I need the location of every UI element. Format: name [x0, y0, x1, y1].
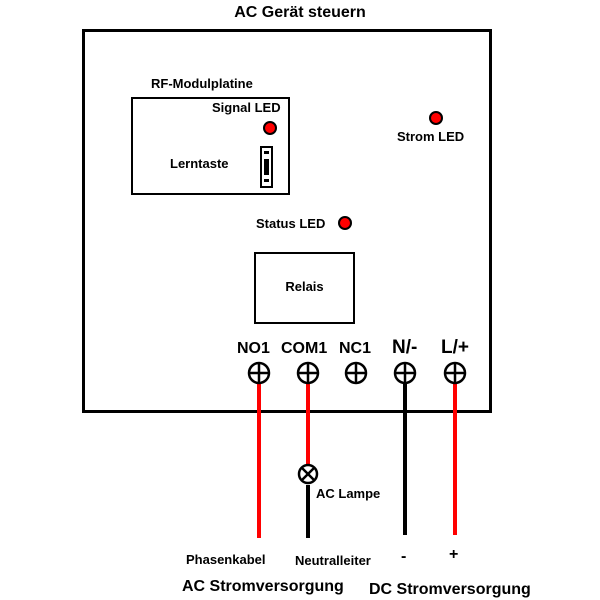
phase-wire-label: Phasenkabel [186, 552, 266, 567]
neutral-wire-label: Neutralleiter [295, 553, 371, 568]
learn-button-bar-middle [264, 159, 269, 175]
terminal-label-nc1: NC1 [339, 340, 372, 357]
dc-supply-label: DC Stromversorgung [369, 581, 531, 598]
terminal-label-l: L/+ [441, 337, 469, 358]
signal-led-label: Signal LED [212, 100, 281, 115]
signal-led-icon [263, 121, 277, 135]
terminal-screw-n-icon [393, 361, 417, 385]
device-housing [82, 29, 492, 413]
status-led-icon [338, 216, 352, 230]
relay-label: Relais [285, 279, 324, 294]
ac-supply-label: AC Stromversorgung [182, 578, 344, 595]
terminal-screw-nc1-icon [344, 361, 368, 385]
learn-button-label: Lerntaste [170, 156, 229, 171]
learn-button-icon [260, 146, 273, 188]
dc-plus-label: + [449, 546, 459, 563]
power-led-label: Strom LED [397, 129, 465, 144]
terminal-label-com1: COM1 [281, 340, 328, 357]
terminal-screw-l-icon [443, 361, 467, 385]
rf-module-title: RF-Modulplatine [151, 76, 253, 91]
learn-button-bar-bottom [264, 179, 269, 182]
status-led-label: Status LED [256, 216, 326, 231]
power-led-icon [429, 111, 443, 125]
learn-button-bar-top [264, 151, 269, 154]
relay-box [254, 252, 355, 324]
lamp-icon [297, 463, 319, 485]
terminal-label-no1: NO1 [237, 340, 270, 357]
terminal-screw-no1-icon [247, 361, 271, 385]
lamp-label: AC Lampe [316, 486, 381, 501]
terminal-screw-com1-icon [296, 361, 320, 385]
dc-minus-label: - [401, 548, 407, 565]
terminal-label-n: N/- [392, 337, 418, 358]
diagram-title: AC Gerät steuern [234, 4, 366, 21]
rf-module-board [131, 97, 290, 195]
